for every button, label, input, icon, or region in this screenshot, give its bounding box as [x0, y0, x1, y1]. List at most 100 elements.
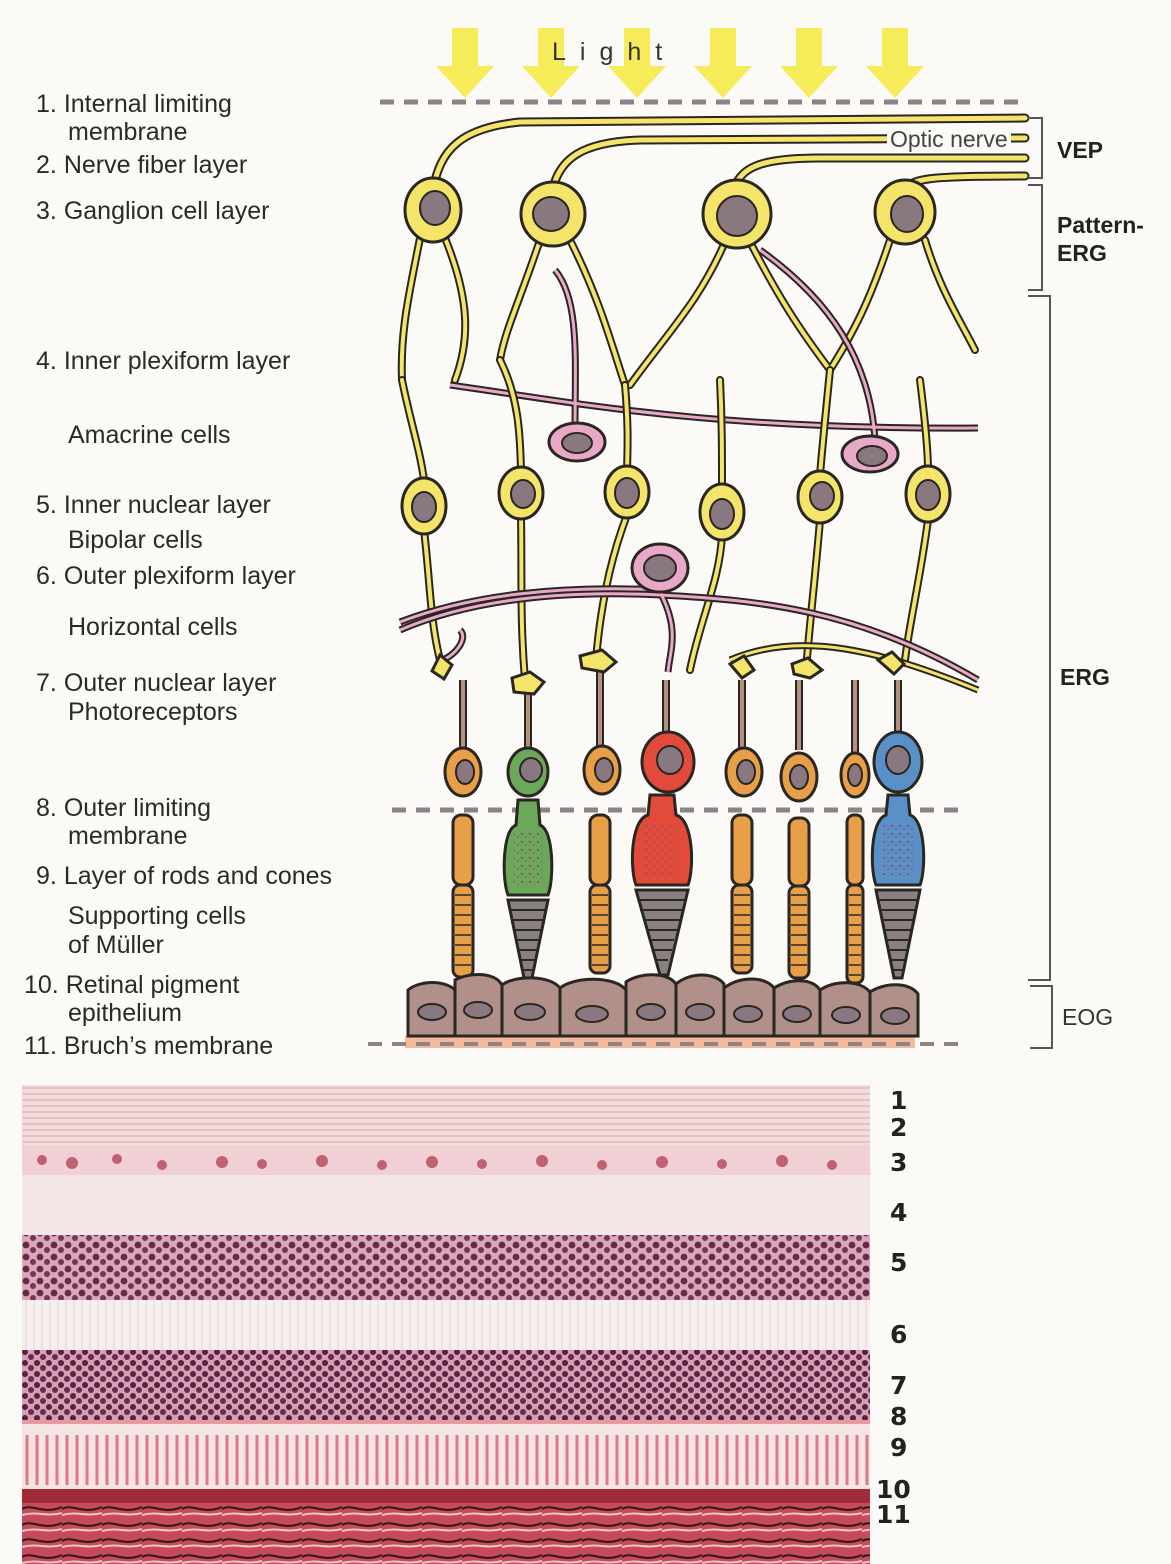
ganglion-cell [521, 182, 585, 246]
histology-number-9: 9 [890, 1433, 907, 1462]
rod-photoreceptor [841, 680, 869, 983]
layer-label-4: 4. Inner plexiform layer [36, 347, 290, 376]
layer-label-11: 11. Bruch’s membrane [24, 1032, 273, 1061]
optic-nerve-label: Optic nerve [887, 126, 1011, 153]
eog-bracket [1030, 986, 1052, 1048]
muller-cells-label: Supporting cells [68, 902, 246, 931]
rpe-cell [724, 979, 774, 1036]
light-arrow [694, 28, 752, 98]
bipolar-cell [700, 484, 744, 540]
histology-number-7: 7 [890, 1371, 907, 1400]
amacrine-cell [842, 436, 898, 472]
horizontal-cell [632, 544, 688, 592]
histology-image [22, 1085, 870, 1564]
photoreceptors-label: Photoreceptors [68, 698, 238, 727]
bipolar-processes [402, 360, 928, 680]
layer-number: 3. [36, 197, 57, 225]
layer-label-2: 2. Nerve fiber layer [36, 151, 247, 180]
vep-label: VEP [1057, 137, 1103, 163]
bipolar-cell [402, 478, 446, 534]
histology-micrograph [22, 1085, 870, 1564]
rpe-cell [560, 979, 626, 1036]
cone-photoreceptor-red [632, 680, 694, 975]
layer-number: 4. [36, 347, 57, 375]
rpe-cell [455, 975, 502, 1036]
layer-name: Outer plexiform layer [64, 562, 296, 590]
rod-photoreceptor [781, 680, 817, 978]
layer-label-6: 6. Outer plexiform layer [36, 562, 296, 591]
bipolar-cell [906, 466, 950, 522]
layer-label-3: 3. Ganglion cell layer [36, 197, 269, 226]
light-arrows [436, 28, 924, 98]
layer-name: Nerve fiber layer [64, 151, 247, 179]
layer-name: Inner plexiform layer [64, 347, 290, 375]
rpe-cell [408, 983, 455, 1037]
rpe-layer [408, 975, 918, 1036]
pattern-erg-label-line1: Pattern- [1057, 212, 1144, 238]
histology-number-11: 11 [876, 1500, 911, 1529]
amacrine-cells-label: Amacrine cells [68, 421, 231, 450]
bipolar-cell [499, 467, 543, 519]
ganglion-cell [703, 180, 771, 248]
cone-photoreceptor-green [504, 690, 552, 978]
rod-photoreceptor [584, 670, 620, 973]
layer-label-10: 10. Retinal pigment [24, 971, 239, 1000]
vep-bracket [1028, 118, 1042, 178]
histology-number-1: 1 [890, 1086, 907, 1115]
layer-number: 5. [36, 491, 57, 519]
pattern-erg-label-line2: ERG [1057, 240, 1107, 266]
layer-label-1-line2: membrane [68, 118, 188, 147]
muller-cells-label-line2: of Müller [68, 931, 164, 960]
layer-name: Outer nuclear layer [64, 669, 277, 697]
layer-name: Inner nuclear layer [64, 491, 271, 519]
layer-number: 1. [36, 90, 57, 118]
layer-name: Internal limiting [64, 90, 232, 118]
layer-number: 11. [24, 1032, 57, 1060]
light-arrow [866, 28, 924, 98]
histology-number-5: 5 [890, 1248, 907, 1277]
histology-number-2: 2 [890, 1113, 907, 1142]
layer-number: 6. [36, 562, 57, 590]
layer-number: 9. [36, 862, 57, 890]
rpe-cell [774, 981, 820, 1036]
layer-name: Outer limiting [64, 794, 211, 822]
layer-label-1: 1. Internal limiting [36, 90, 232, 119]
bipolar-cell [798, 471, 842, 523]
erg-bracket [1028, 296, 1050, 980]
layer-number: 2. [36, 151, 57, 179]
histology-number-8: 8 [890, 1402, 907, 1431]
layer-label-10-line2: epithelium [68, 999, 182, 1028]
rod-photoreceptor [726, 680, 762, 973]
horizontal-cells-label: Horizontal cells [68, 613, 238, 642]
layer-label-9: 9. Layer of rods and cones [36, 862, 332, 891]
layer-label-5: 5. Inner nuclear layer [36, 491, 271, 520]
layer-name: Retinal pigment [66, 971, 240, 999]
erg-label: ERG [1060, 664, 1110, 690]
layer-name: Bruch’s membrane [64, 1032, 273, 1060]
layer-label-8-line2: membrane [68, 822, 188, 851]
bipolar-processes-fill [402, 360, 928, 680]
histology-number-4: 4 [890, 1198, 907, 1227]
brackets [1028, 118, 1052, 1048]
ganglion-dendrites [402, 238, 975, 385]
rpe-cell [676, 975, 724, 1036]
layer-name: Ganglion cell layer [64, 197, 270, 225]
ganglion-cell [405, 178, 461, 242]
eog-label: EOG [1062, 1004, 1113, 1031]
histology-number-3: 3 [890, 1148, 907, 1177]
light-label: Light [552, 38, 676, 67]
layer-label-8: 8. Outer limiting [36, 794, 211, 823]
pattern-erg-bracket [1028, 185, 1042, 290]
ganglion-cell [875, 180, 935, 244]
rpe-cell [502, 978, 560, 1036]
histology-number-6: 6 [890, 1320, 907, 1349]
bipolar-cell [605, 466, 649, 518]
layer-label-7: 7. Outer nuclear layer [36, 669, 276, 698]
rpe-cell [626, 975, 676, 1036]
bipolar-cells-label: Bipolar cells [68, 526, 203, 555]
layer-number: 10. [24, 971, 59, 999]
light-arrow [780, 28, 838, 98]
cone-photoreceptor-blue [872, 680, 923, 978]
rpe-cell [820, 983, 870, 1036]
light-arrow [436, 28, 494, 98]
